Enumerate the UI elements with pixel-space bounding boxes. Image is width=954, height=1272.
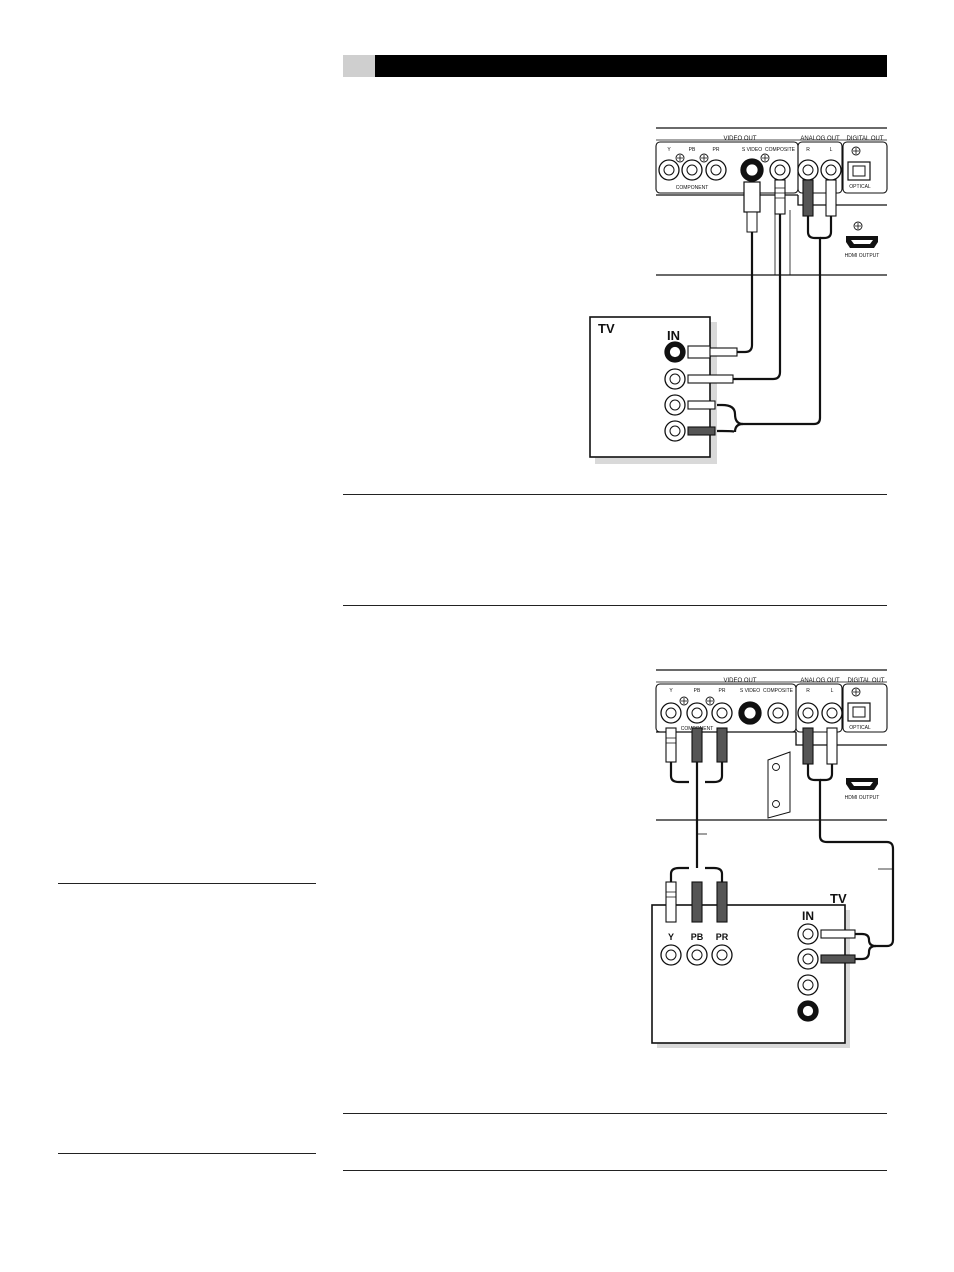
l-label-2: L: [831, 688, 834, 694]
audio-plugs-player-2: [802, 727, 838, 765]
pr-label-2: PR: [719, 688, 726, 694]
hdmi-port-icon: [846, 236, 878, 248]
pr-label: PR: [713, 147, 720, 153]
jack-s-video-2: [738, 701, 762, 725]
tv2-jack-video: [797, 974, 819, 996]
tv-label-1: TV: [598, 321, 615, 336]
divider-rule-1: [343, 494, 887, 495]
tv-box-2: [651, 904, 850, 1048]
divider-rule-2: [343, 605, 887, 606]
analog-out-label-2: ANALOG OUT: [800, 678, 840, 684]
s-video-label-2: S VIDEO: [740, 688, 760, 694]
tv2-jack-audio-r: [797, 948, 819, 970]
tv2-jack-y: [660, 944, 682, 966]
tv2-jack-audio-l: [797, 923, 819, 945]
section-header-bar: [375, 55, 887, 77]
y-label: Y: [667, 147, 671, 153]
jack-composite-2: [767, 702, 789, 724]
screw-icon-2: [679, 687, 861, 706]
jack-analog-l-2: [821, 702, 843, 724]
jack-analog-r-2: [797, 702, 819, 724]
svideo-plug: [743, 181, 761, 233]
optical-port-icon: [847, 161, 871, 181]
tv1-jack-audio-r: [664, 420, 686, 442]
divider-rule-3: [343, 1113, 887, 1114]
r-label-2: R: [806, 688, 810, 694]
sidebar-rule-1: [58, 883, 316, 884]
jack-pr: [705, 159, 727, 181]
jack-s-video: [740, 158, 764, 182]
hdmi-output-label-2: HDMI OUTPUT: [845, 795, 880, 801]
tv1-jack-audio-l: [664, 394, 686, 416]
jack-pb: [681, 159, 703, 181]
optical-port-icon-2: [847, 702, 871, 722]
pb-label-2: PB: [694, 688, 701, 694]
digital-out-label-2: DIGITAL OUT: [847, 678, 884, 684]
optical-label-2: OPTICAL: [849, 725, 871, 731]
jack-y-2: [660, 702, 682, 724]
screw-icon: [675, 146, 863, 231]
hdmi-port-icon-2: [846, 778, 878, 790]
tv1-audio-plug-white: [687, 400, 716, 410]
tv2-jack-pb: [686, 944, 708, 966]
component-label: COMPONENT: [676, 185, 709, 191]
component-plugs-player: [665, 727, 728, 763]
tv2-y-label: Y: [668, 932, 674, 942]
optical-label: OPTICAL: [849, 184, 871, 190]
composite-label-2: COMPOSITE: [763, 688, 794, 694]
sidebar-rule-2: [58, 1153, 316, 1154]
tv2-pr-label: PR: [716, 932, 729, 942]
tv-in-label-2: IN: [802, 909, 814, 923]
video-out-label-2: VIDEO OUT: [723, 678, 756, 684]
pb-label: PB: [689, 147, 696, 153]
tv2-jack-pr: [711, 944, 733, 966]
tv-label-2: TV: [830, 891, 847, 906]
section-tab: [343, 55, 375, 77]
divider-rule-4: [343, 1170, 887, 1171]
s-video-label: S VIDEO: [742, 147, 762, 153]
component-plugs-tv: [665, 881, 728, 923]
tv2-pb-label: PB: [691, 932, 704, 942]
tv1-jack-svideo: [664, 341, 686, 363]
tv1-jack-video: [664, 368, 686, 390]
tv1-audio-plug-red: [687, 426, 716, 436]
tv1-composite-plug: [687, 374, 734, 384]
cable-lines-2: [669, 762, 895, 961]
tv-in-label-1: IN: [667, 328, 680, 343]
l-label: L: [830, 147, 833, 153]
tv2-jack-svideo: [797, 1000, 819, 1022]
analog-out-label: ANALOG OUT: [800, 136, 840, 142]
jack-analog-l: [820, 159, 842, 181]
cable-lines: [715, 214, 833, 434]
jack-y: [658, 159, 680, 181]
composite-label: COMPOSITE: [765, 147, 796, 153]
tv-box-1: [589, 316, 717, 464]
y-label-2: Y: [669, 688, 673, 694]
jack-pb-2: [686, 702, 708, 724]
hdmi-output-label: HDMI OUTPUT: [845, 253, 880, 259]
jack-pr-2: [711, 702, 733, 724]
r-label: R: [806, 147, 810, 153]
digital-out-label: DIGITAL OUT: [846, 136, 883, 142]
audio-plugs-tv-2: [820, 929, 856, 964]
video-out-label: VIDEO OUT: [723, 136, 756, 142]
